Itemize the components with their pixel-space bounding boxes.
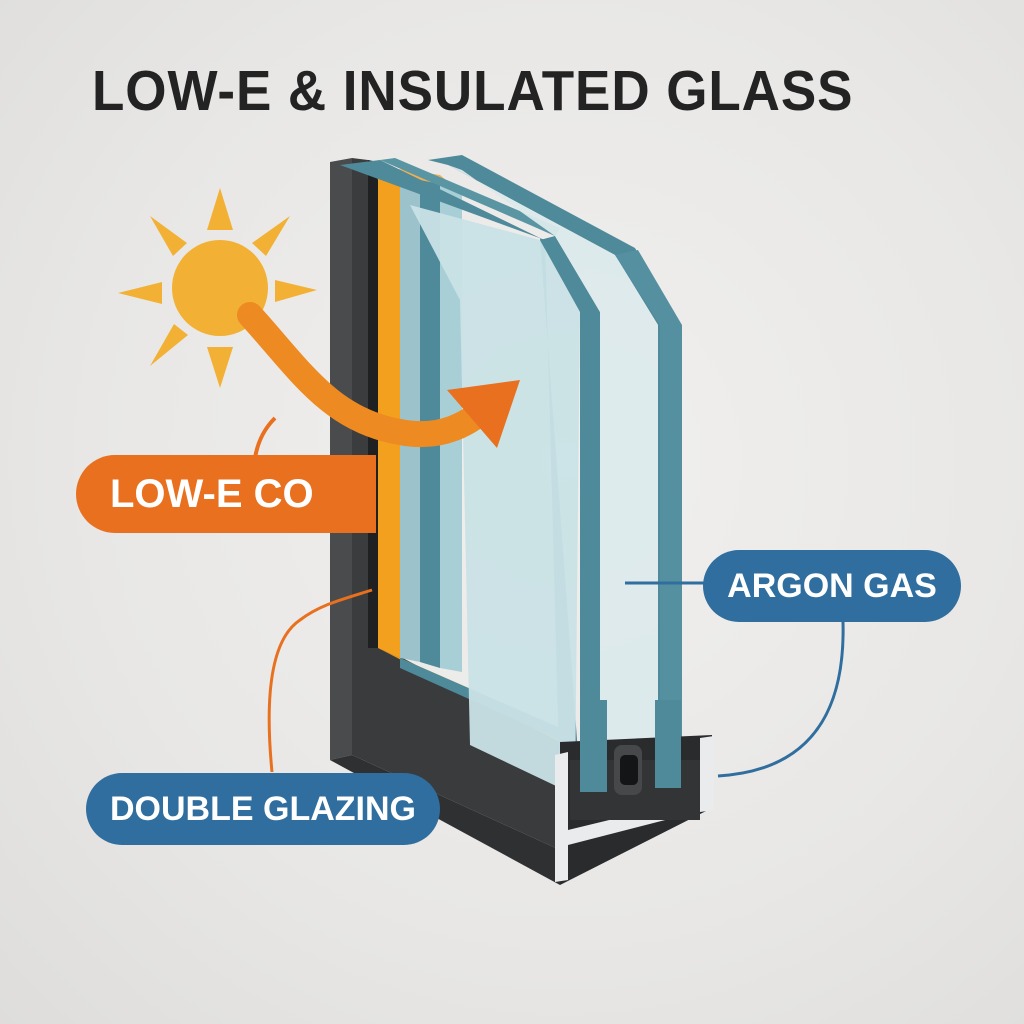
diagram-title: LOW-E & INSULATED GLASS <box>92 59 854 123</box>
double-glazing-label: DOUBLE GLAZING <box>86 773 440 845</box>
argon-frame-leader-line <box>717 621 845 778</box>
low-e-leader-line <box>253 416 277 459</box>
glass-pane-front <box>340 158 600 795</box>
solar-arrow-icon <box>237 302 520 448</box>
low-e-coating-text: LOW-E CO <box>110 471 314 516</box>
low-e-coating-label: LOW-E CO <box>76 455 376 533</box>
argon-gas-label: ARGON GAS <box>703 550 961 622</box>
glass-pane-back <box>428 155 682 790</box>
double-glazing-leader-line <box>267 588 373 773</box>
frame-bottom-profile <box>555 700 714 885</box>
